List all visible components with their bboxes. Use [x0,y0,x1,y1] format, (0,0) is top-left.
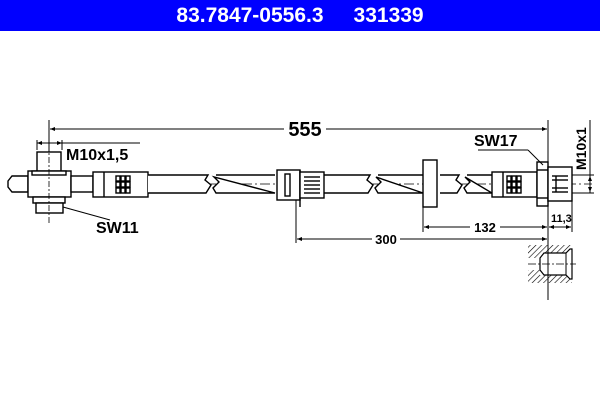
dimension-clip: 300 [295,200,547,247]
right-crimp-sleeve [491,171,538,198]
end-fitting-length-value: 11,3 [551,213,572,225]
right-thread-label: M10x1 [573,127,589,170]
dimension-end-fitting: 11,3 [549,201,573,232]
left-thread-label: M10x1,5 [66,147,128,164]
left-wrench-label: SW11 [96,220,139,237]
right-wrench-label: SW17 [474,133,518,150]
part-number: 83.7847-0556.3 [176,4,324,27]
middle-clip [276,169,325,207]
hose [148,174,495,194]
hose-bracket [422,159,438,208]
sw17-leader-d [527,149,544,166]
reference-number: 331339 [353,4,424,27]
title-bar-content: 83.7847-0556.3 331339 [0,0,600,31]
left-crimp-sleeve [92,171,149,198]
title-bar: 83.7847-0556.3 331339 [0,0,600,31]
bracket-length-value: 132 [474,220,496,235]
dimension-overall: 555 [48,119,549,300]
port-section-detail [528,245,576,283]
dimension-bracket: 132 [422,207,547,235]
sw11-leader [62,206,111,221]
left-banjo-fitting [7,145,94,225]
overall-length-value: 555 [288,119,321,141]
dimension-left-thread: M10x1,5 [36,140,140,164]
right-fitting [536,161,573,207]
clip-length-value: 300 [375,232,397,247]
dimension-right-thread: M10x1 [572,120,594,194]
